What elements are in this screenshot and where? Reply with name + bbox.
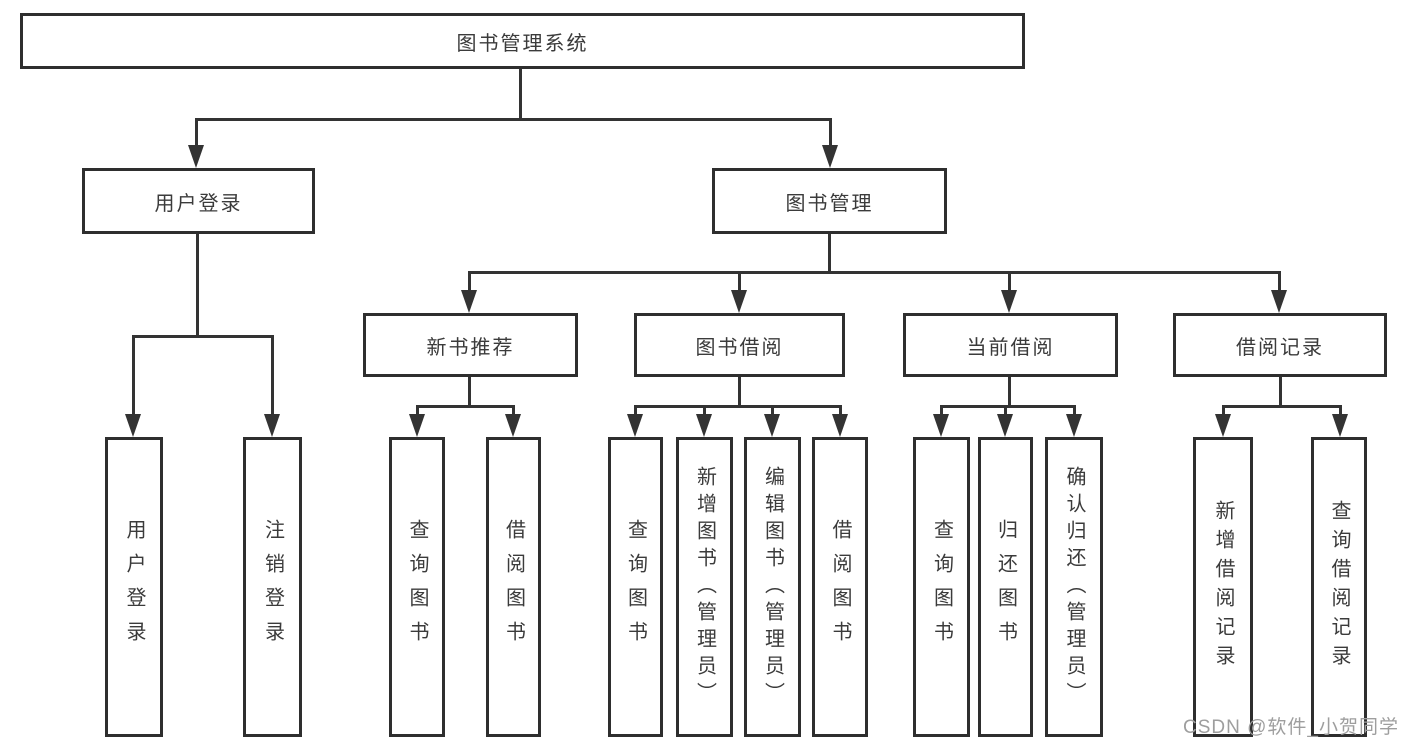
connector-line <box>738 271 741 293</box>
node-label: 借阅记录 <box>1236 336 1324 359</box>
node-new-book-recommend: 新书推荐 <box>363 313 578 377</box>
node-label: 当前借阅 <box>966 336 1055 359</box>
node-label: 图书管理系统 <box>456 32 589 55</box>
connector-line <box>271 335 274 420</box>
leaf-borrowing-query-books: 查询图书 <box>608 437 663 737</box>
connector-line <box>738 377 741 407</box>
node-label: 图书管理 <box>785 192 874 215</box>
arrow-down-icon <box>461 290 477 313</box>
arrow-down-icon <box>1066 414 1082 437</box>
connector-line <box>132 335 273 338</box>
node-label: 用户登录 <box>154 192 243 215</box>
connector-line <box>703 405 706 421</box>
connector-line <box>940 405 1076 408</box>
leaf-current-return-books: 归还图书 <box>978 437 1033 737</box>
connector-line <box>519 69 522 119</box>
leaf-label: 借阅图书 <box>502 519 525 655</box>
connector-line <box>1008 377 1011 407</box>
leaf-user-login: 用户登录 <box>105 437 163 737</box>
connector-line <box>1004 405 1007 421</box>
connector-line <box>829 118 832 150</box>
connector-line <box>1339 405 1342 421</box>
leaf-label: 查询借阅记录 <box>1328 500 1350 674</box>
connector-line <box>196 234 199 338</box>
node-label: 新书推荐 <box>426 336 515 359</box>
connector-line <box>468 377 471 407</box>
node-library-system: 图书管理系统 <box>20 13 1025 69</box>
leaf-recommend-borrow-books: 借阅图书 <box>486 437 541 737</box>
connector-line <box>1222 405 1342 408</box>
leaf-label: 查询图书 <box>624 519 647 655</box>
leaf-borrowing-add-books-admin: 新增图书（管理员） <box>676 437 733 737</box>
leaf-label: 新增借阅记录 <box>1212 500 1234 674</box>
leaf-records-add-record: 新增借阅记录 <box>1193 437 1253 737</box>
leaf-records-query-record: 查询借阅记录 <box>1311 437 1367 737</box>
connector-line <box>512 405 515 421</box>
arrow-down-icon <box>822 145 838 168</box>
connector-line <box>828 234 831 274</box>
arrow-down-icon <box>1001 290 1017 313</box>
connector-line <box>634 405 637 421</box>
leaf-recommend-query-books: 查询图书 <box>389 437 445 737</box>
leaf-label: 确认归还（管理员） <box>1063 465 1085 709</box>
arrow-down-icon <box>764 414 780 437</box>
leaf-label: 注销登录 <box>261 519 284 655</box>
connector-line <box>1073 405 1076 421</box>
arrow-down-icon <box>409 414 425 437</box>
node-book-management: 图书管理 <box>712 168 947 234</box>
connector-line <box>1279 377 1282 407</box>
leaf-label: 查询图书 <box>406 519 428 655</box>
connector-line <box>468 271 1281 274</box>
connector-line <box>839 405 842 421</box>
arrow-down-icon <box>627 414 643 437</box>
leaf-borrowing-edit-books-admin: 编辑图书（管理员） <box>744 437 801 737</box>
leaf-label: 查询图书 <box>930 519 953 655</box>
leaf-label: 编辑图书（管理员） <box>761 465 784 709</box>
arrow-down-icon <box>832 414 848 437</box>
arrow-down-icon <box>1332 414 1348 437</box>
connector-line <box>195 118 832 121</box>
node-label: 图书借阅 <box>695 336 784 359</box>
arrow-down-icon <box>1215 414 1231 437</box>
connector-line <box>1222 405 1225 421</box>
node-current-borrowing: 当前借阅 <box>903 313 1118 377</box>
leaf-label: 借阅图书 <box>829 519 851 655</box>
arrow-down-icon <box>505 414 521 437</box>
leaf-current-query-books: 查询图书 <box>913 437 970 737</box>
connector-line <box>1278 271 1281 293</box>
leaf-label: 新增图书（管理员） <box>693 465 716 709</box>
arrow-down-icon <box>731 290 747 313</box>
leaf-logout-login: 注销登录 <box>243 437 302 737</box>
arrow-down-icon <box>997 414 1013 437</box>
connector-line <box>195 118 198 150</box>
arrow-down-icon <box>1271 290 1287 313</box>
arrow-down-icon <box>125 414 141 437</box>
connector-line <box>416 405 419 421</box>
arrow-down-icon <box>264 414 280 437</box>
connector-line <box>771 405 774 421</box>
connector-line <box>940 405 943 421</box>
connector-line <box>634 405 841 408</box>
arrow-down-icon <box>696 414 712 437</box>
csdn-watermark: CSDN @软件_小贺同学 <box>1183 717 1399 738</box>
leaf-label: 归还图书 <box>994 519 1017 655</box>
connector-line <box>416 405 515 408</box>
arrow-down-icon <box>933 414 949 437</box>
node-book-borrowing: 图书借阅 <box>634 313 845 377</box>
leaf-label: 用户登录 <box>123 519 145 655</box>
node-borrowing-records: 借阅记录 <box>1173 313 1387 377</box>
connector-line <box>1008 271 1011 293</box>
connector-line <box>132 335 135 420</box>
leaf-borrowing-borrow-books: 借阅图书 <box>812 437 868 737</box>
arrow-down-icon <box>188 145 204 168</box>
node-user-login: 用户登录 <box>82 168 315 234</box>
leaf-current-confirm-return-admin: 确认归还（管理员） <box>1045 437 1103 737</box>
connector-line <box>468 271 471 293</box>
